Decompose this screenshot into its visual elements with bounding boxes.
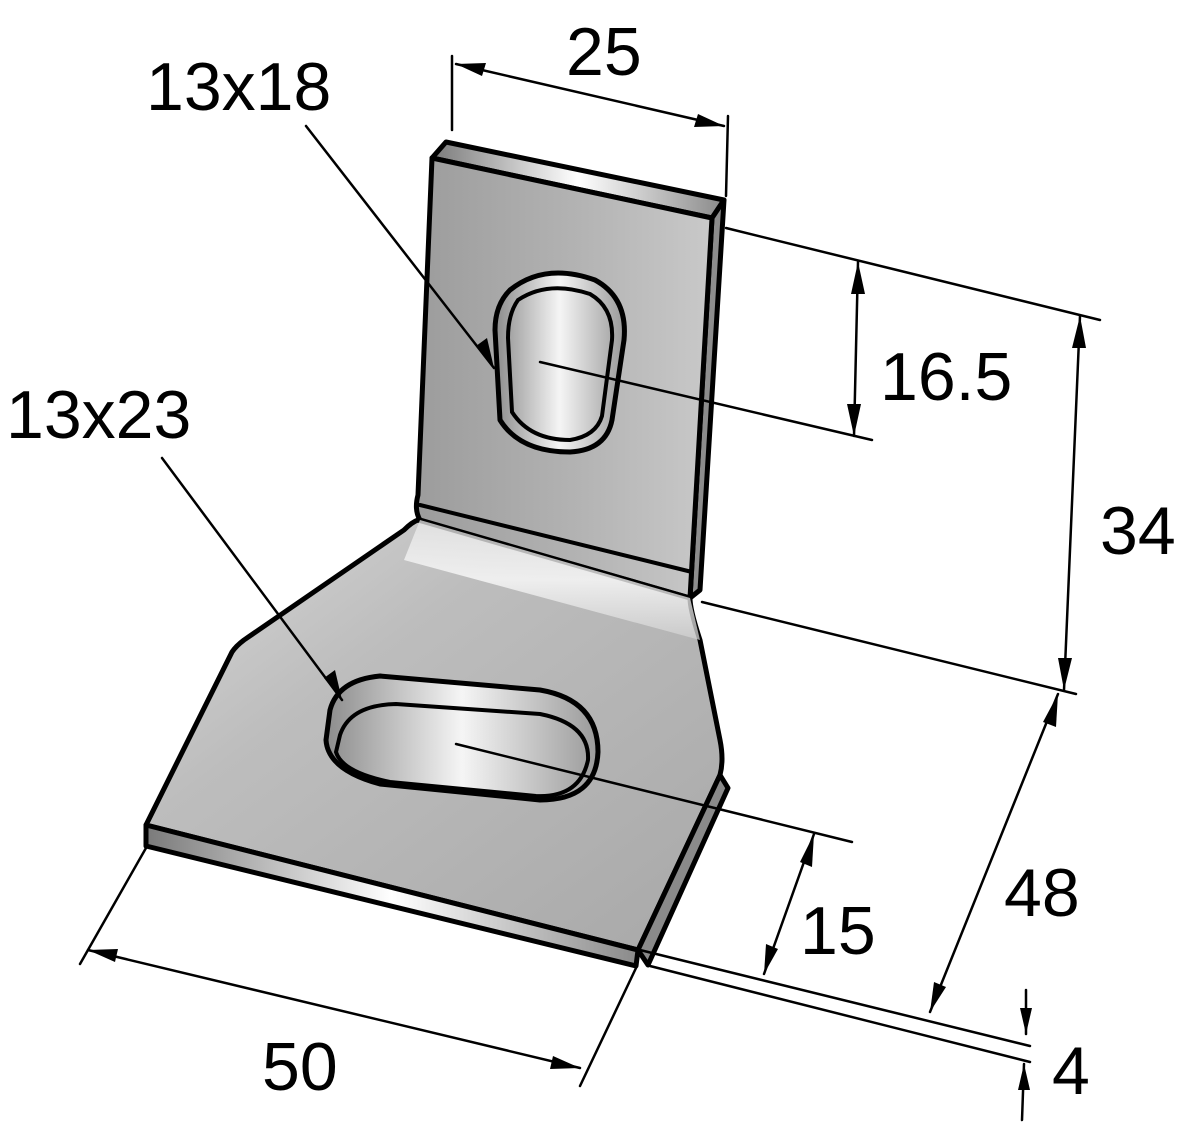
bend-line-upper [418, 503, 694, 574]
bracket-body [143, 139, 731, 969]
label-top-width: 25 [566, 14, 642, 90]
lower-slot-hole [323, 673, 601, 803]
dimension-labels: 25 13x18 16.5 34 13x23 48 15 50 4 [6, 14, 1176, 1109]
upper-slot-hole [492, 270, 627, 455]
dimension-lines [78, 54, 1102, 1122]
label-hole-bottom-offset: 15 [800, 893, 876, 969]
bend-highlight [404, 520, 700, 640]
label-overall-height: 48 [1004, 855, 1080, 931]
label-upright-height: 34 [1100, 493, 1176, 569]
label-thickness: 4 [1052, 1033, 1090, 1109]
label-hole-top-offset: 16.5 [880, 339, 1012, 415]
label-base-length: 50 [262, 1029, 338, 1105]
label-hole-top-size: 13x18 [146, 49, 331, 125]
base-front-edge [143, 822, 641, 969]
label-hole-bottom-size: 13x23 [6, 377, 191, 453]
